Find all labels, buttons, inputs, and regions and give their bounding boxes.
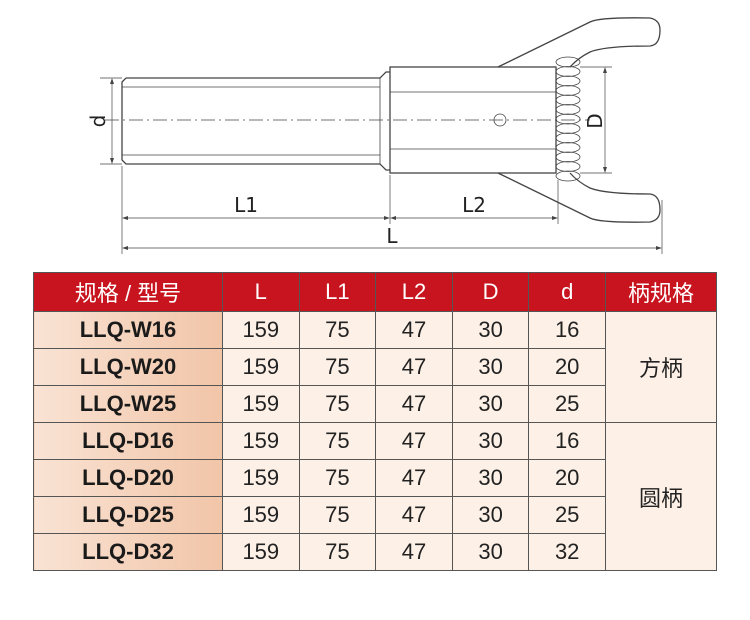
model-cell: LLQ-W16 xyxy=(33,311,223,349)
value-cell: 30 xyxy=(451,385,530,423)
value-cell: 47 xyxy=(375,533,453,571)
value-cell: 30 xyxy=(451,422,530,460)
jaw-top xyxy=(497,17,661,68)
knurl-ridge xyxy=(555,161,581,172)
shank-type-cell: 方柄 xyxy=(605,311,717,423)
column-header: 规格 / 型号 xyxy=(33,272,223,312)
column-header: L1 xyxy=(298,272,377,312)
column-header: L xyxy=(222,272,300,312)
value-cell: 159 xyxy=(222,385,300,423)
label-d: d xyxy=(86,115,110,128)
value-cell: 47 xyxy=(375,311,453,349)
value-cell: 30 xyxy=(451,311,530,349)
knurl-ridge xyxy=(555,151,581,163)
value-cell: 25 xyxy=(528,385,606,423)
value-cell: 16 xyxy=(528,311,606,349)
knurl-ridge xyxy=(555,94,581,106)
value-cell: 47 xyxy=(375,422,453,460)
value-cell: 25 xyxy=(528,496,606,534)
value-cell: 75 xyxy=(298,496,377,534)
knurl-ridge xyxy=(555,113,581,125)
column-header: L2 xyxy=(375,272,453,312)
shank xyxy=(121,71,390,171)
value-cell: 47 xyxy=(375,348,453,386)
value-cell: 75 xyxy=(298,459,377,497)
knurl-ridge xyxy=(555,132,581,144)
value-cell: 47 xyxy=(375,496,453,534)
knurl-ridge xyxy=(555,142,581,153)
label-L1: L1 xyxy=(234,193,258,217)
tool-holder-drawing: d D L1 L2 L xyxy=(86,17,663,254)
value-cell: 20 xyxy=(528,348,606,386)
value-cell: 159 xyxy=(222,348,300,386)
knurl-ridge xyxy=(555,170,581,182)
value-cell: 20 xyxy=(528,459,606,497)
knurl-ridge xyxy=(555,56,581,68)
knurl xyxy=(555,56,581,182)
model-cell: LLQ-D25 xyxy=(33,496,223,534)
value-cell: 30 xyxy=(451,348,530,386)
value-cell: 47 xyxy=(375,459,453,497)
model-cell: LLQ-D20 xyxy=(33,459,223,497)
value-cell: 75 xyxy=(298,385,377,423)
column-header: 柄规格 xyxy=(605,272,717,312)
knurl-ridge xyxy=(555,85,581,96)
value-cell: 75 xyxy=(298,311,377,349)
value-cell: 75 xyxy=(298,533,377,571)
value-cell: 30 xyxy=(451,459,530,497)
shank-type-cell: 圆柄 xyxy=(605,422,717,571)
column-header: d xyxy=(528,272,606,312)
label-L: L xyxy=(386,224,398,248)
model-cell: LLQ-W25 xyxy=(33,385,223,423)
knurl-ridge xyxy=(555,75,581,87)
knurl-ridge xyxy=(555,123,581,134)
knurl-ridge xyxy=(555,66,581,77)
jaw-bottom xyxy=(497,172,661,223)
value-cell: 159 xyxy=(222,459,300,497)
value-cell: 75 xyxy=(298,422,377,460)
label-D: D xyxy=(583,113,607,128)
value-cell: 16 xyxy=(528,422,606,460)
value-cell: 159 xyxy=(222,496,300,534)
value-cell: 30 xyxy=(451,533,530,571)
value-cell: 159 xyxy=(222,311,300,349)
value-cell: 159 xyxy=(222,422,300,460)
label-L2: L2 xyxy=(462,193,486,217)
model-cell: LLQ-D16 xyxy=(33,422,223,460)
model-cell: LLQ-D32 xyxy=(33,533,223,571)
value-cell: 75 xyxy=(298,348,377,386)
value-cell: 32 xyxy=(528,533,606,571)
knurl-ridge xyxy=(555,104,581,115)
column-header: D xyxy=(451,272,530,312)
value-cell: 159 xyxy=(222,533,300,571)
model-cell: LLQ-W20 xyxy=(33,348,223,386)
value-cell: 30 xyxy=(451,496,530,534)
value-cell: 47 xyxy=(375,385,453,423)
